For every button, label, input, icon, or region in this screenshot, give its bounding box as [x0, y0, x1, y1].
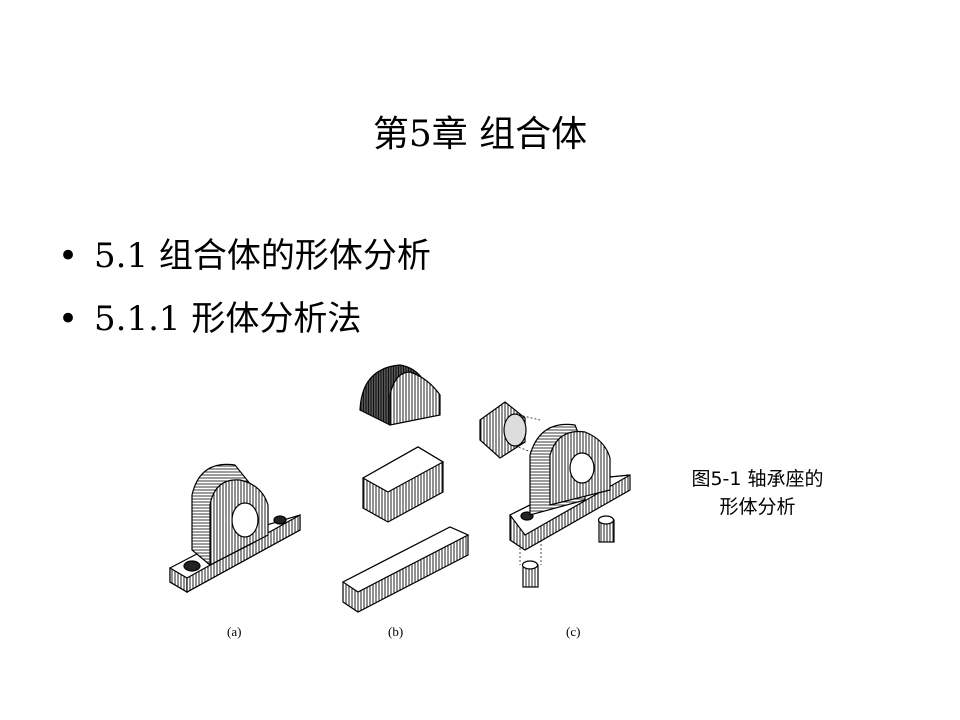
bullet-text: 5.1.1 形体分析法	[94, 299, 362, 339]
subfigure-label-a: (a)	[227, 624, 242, 639]
bullet-marker: •	[58, 299, 79, 339]
caption-line-2: 形体分析	[719, 496, 796, 518]
bearing-seat-figure	[169, 364, 631, 613]
slide-title: 第5章 组合体	[372, 114, 588, 155]
assembled-bearing-seat-drawing	[169, 463, 301, 594]
subfigure-label-c: (c)	[566, 624, 581, 639]
figure-caption: 图5-1 轴承座的 形体分析	[660, 465, 855, 521]
caption-line-1: 图5-1 轴承座的	[691, 468, 824, 490]
bullet-marker: •	[58, 236, 79, 276]
bullet-item: • 5.1 组合体的形体分析	[58, 228, 431, 277]
bullet-text: 5.1 组合体的形体分析	[94, 236, 431, 276]
bullet-item: • 5.1.1 形体分析法	[58, 291, 361, 340]
decomposed-parts-drawing	[341, 364, 470, 613]
exploded-assembly-drawing	[479, 401, 631, 588]
subfigure-label-b: (b)	[388, 624, 404, 639]
